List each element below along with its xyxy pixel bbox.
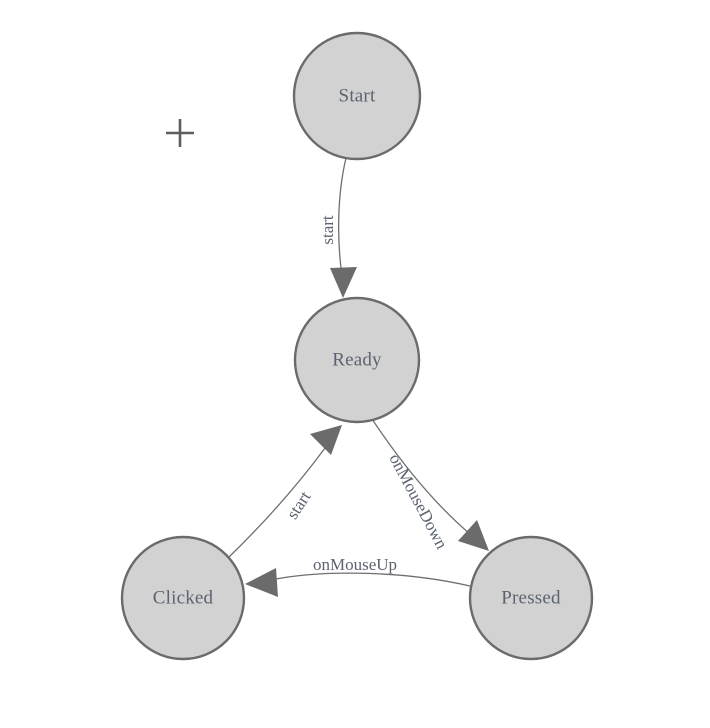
node-pressed-label: Pressed: [501, 587, 561, 608]
edge-path-start-to-ready: [338, 157, 347, 277]
edge-label-start-to-ready: start: [318, 215, 337, 245]
node-ready-circle: [293, 296, 421, 424]
node-clicked[interactable]: Clicked: [120, 535, 246, 661]
node-start-label: Start: [339, 85, 376, 106]
arrowhead-clicked-right: [245, 568, 278, 597]
edge-label-ready-to-pressed: onMouseDown: [385, 451, 451, 553]
edge-label-pressed-to-clicked: onMouseUp: [313, 555, 397, 574]
edge-start-to-ready[interactable]: [330, 157, 357, 298]
arrowhead-ready-lower-left: [310, 425, 342, 455]
node-start[interactable]: Start: [292, 31, 422, 161]
node-clicked-label: Clicked: [153, 587, 214, 608]
node-ready[interactable]: Ready: [293, 296, 421, 424]
plus-marker[interactable]: [166, 119, 194, 147]
edge-path-pressed-to-clicked: [270, 572, 471, 587]
edge-clicked-to-ready[interactable]: [228, 425, 342, 558]
edge-pressed-to-clicked[interactable]: [245, 568, 471, 597]
node-clicked-circle: [120, 535, 246, 661]
node-start-circle: [292, 31, 422, 161]
edge-path-ready-to-pressed: [371, 418, 471, 535]
edge-path-clicked-to-ready: [228, 447, 326, 558]
arrowhead-pressed-upper-left: [458, 520, 489, 551]
arrowhead-ready-top: [330, 267, 357, 298]
node-pressed[interactable]: Pressed: [468, 535, 594, 661]
node-ready-label: Ready: [332, 349, 382, 370]
edge-label-clicked-to-ready: start: [283, 487, 315, 522]
edge-ready-to-pressed[interactable]: [371, 418, 489, 551]
node-pressed-circle: [468, 535, 594, 661]
